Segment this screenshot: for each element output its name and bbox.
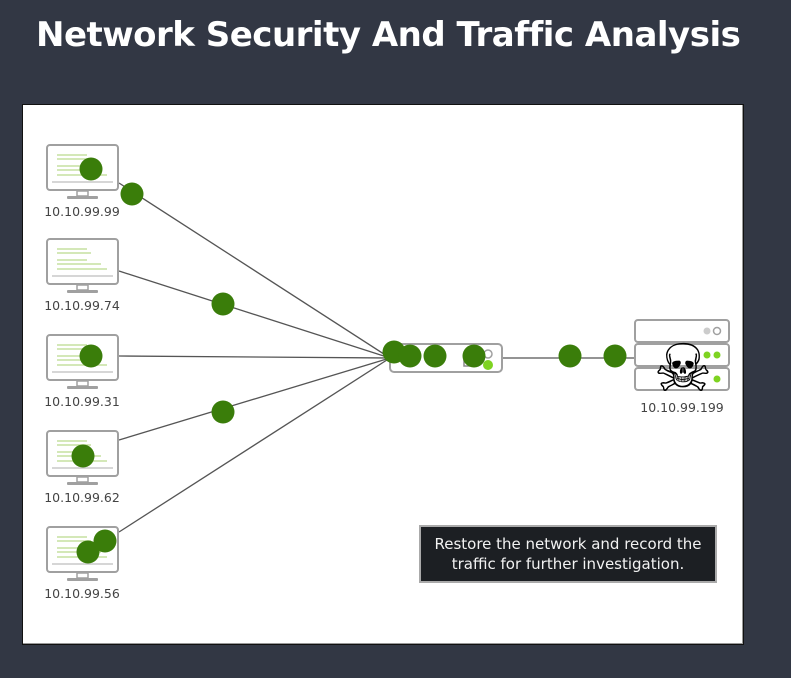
instruction-message: Restore the network and record the traff… (419, 525, 717, 583)
server-rack-icon (634, 319, 730, 391)
packet-dot (398, 344, 422, 368)
host-node[interactable]: 10.10.99.62 (44, 430, 120, 505)
packet-dot (79, 344, 103, 368)
packet-dot (76, 540, 100, 564)
packet-dot (79, 157, 103, 181)
host-node[interactable]: 10.10.99.99 (44, 144, 120, 219)
link-h3-switch (118, 355, 391, 359)
host-ip-label: 10.10.99.99 (44, 204, 120, 219)
server-ip-label: 10.10.99.199 (640, 400, 724, 415)
packet-dot (120, 182, 144, 206)
link-h4-switch (118, 357, 391, 441)
packet-dot (93, 529, 117, 553)
packet-dot (558, 344, 582, 368)
network-diagram-canvas: 10.10.99.99 10.10.99.74 10.10.99.31 10.10.9… (22, 104, 744, 645)
packet-dot (423, 344, 447, 368)
page-title: Network Security And Traffic Analysis (36, 15, 741, 55)
packet-dot (211, 292, 235, 316)
server-node[interactable]: ☠ 10.10.99.199 (634, 319, 730, 415)
host-ip-label: 10.10.99.74 (44, 298, 120, 313)
host-ip-label: 10.10.99.31 (44, 394, 120, 409)
hosts-layer: 10.10.99.99 10.10.99.74 10.10.99.31 10.10.9… (44, 144, 120, 601)
host-node[interactable]: 10.10.99.56 (44, 526, 120, 601)
link-h2-switch (118, 270, 391, 359)
packet-dot (71, 444, 95, 468)
skull-crossbones-icon: ☠ (653, 330, 712, 407)
switch-led-icon (483, 360, 493, 370)
packet-dot (603, 344, 627, 368)
host-ip-label: 10.10.99.56 (44, 586, 120, 601)
host-node[interactable]: 10.10.99.74 (44, 238, 120, 313)
links-layer (118, 182, 635, 533)
host-node[interactable]: 10.10.99.31 (44, 334, 120, 409)
workstation-icon (46, 238, 119, 294)
network-diagram: 10.10.99.99 10.10.99.74 10.10.99.31 10.10.9… (44, 144, 730, 601)
link-h1-switch (118, 182, 391, 359)
packets-layer (71, 157, 627, 564)
packet-dot (211, 400, 235, 424)
link-h5-switch (118, 357, 391, 533)
packet-dot (462, 344, 486, 368)
host-ip-label: 10.10.99.62 (44, 490, 120, 505)
